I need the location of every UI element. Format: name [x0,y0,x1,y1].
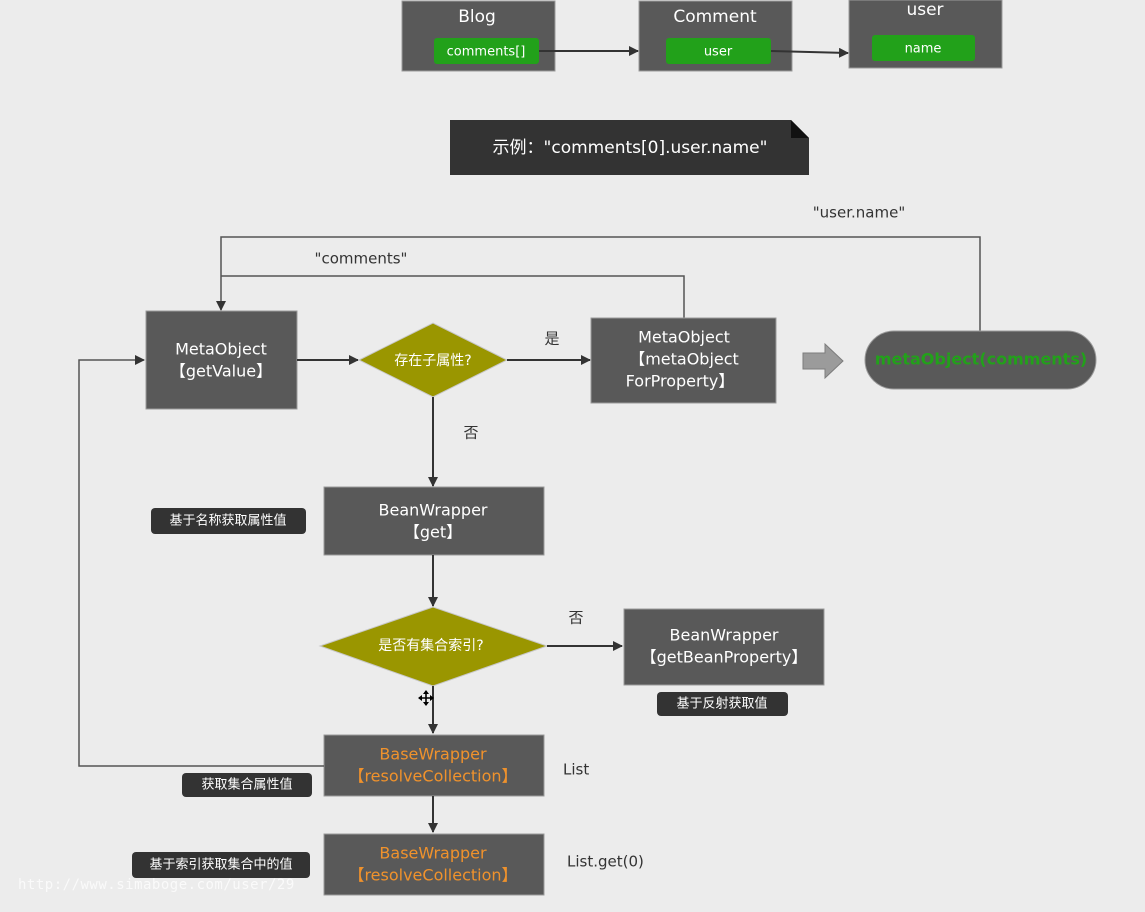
user-entity: user name [848,0,1003,69]
resolve-collection-box-1: BaseWrapper 【resolveCollection】 [323,734,545,797]
bean-property-box: BeanWrapper 【getBeanProperty】 [623,608,825,686]
bean-property-line1: BeanWrapper [670,626,779,645]
has-index-text: 是否有集合索引? [378,637,483,654]
resolve1-line1: BaseWrapper [379,745,487,764]
meta-result-text: metaObject(comments) [875,350,1087,369]
resolve2-note-text: 基于索引获取集合中的值 [149,857,292,873]
resolve2-note: 基于索引获取集合中的值 [132,852,310,878]
yes-label: 是 [544,330,559,348]
resolve2-line1: BaseWrapper [379,844,487,863]
resolve1-note-text: 获取集合属性值 [201,777,292,793]
bean-property-note: 基于反射获取值 [657,692,788,716]
no-label: 否 [463,424,478,442]
user-field: name [905,42,942,57]
result-arrow-icon [802,342,844,380]
meta-result-pill: metaObject(comments) [864,330,1097,390]
bean-property-note-text: 基于反射获取值 [676,696,767,712]
has-index-diamond: 是否有集合索引? [318,606,549,687]
has-child-diamond: 存在子属性? [357,322,509,398]
meta-for-property-line1: MetaObject [638,328,730,347]
bean-get-note-text: 基于名称获取属性值 [169,513,286,529]
watermark: http://www.simaboge.com/user/29 [18,877,295,893]
comment-field: user [704,45,733,60]
example-text: 示例："comments[0].user.name" [493,138,768,158]
meta-getvalue-box: MetaObject 【getValue】 [145,310,298,410]
meta-getvalue-line2: 【getValue】 [170,362,272,381]
blog-field: comments[] [447,45,526,60]
resolve-collection-box-2: BaseWrapper 【resolveCollection】 [323,833,545,896]
comment-title: Comment [673,7,757,27]
blog-entity: Blog comments[] [401,0,556,72]
no2-label: 否 [568,609,583,627]
bean-get-box: BeanWrapper 【get】 [323,486,545,556]
blog-title: Blog [458,7,496,27]
example-note: 示例："comments[0].user.name" [450,120,809,175]
meta-for-property-box: MetaObject 【metaObject ForProperty】 [590,317,777,404]
resolve2-side-label: List.get(0) [567,853,644,871]
resolve1-side-label: List [563,761,589,779]
comments-loop-line [221,275,685,318]
has-child-text: 存在子属性? [394,353,471,369]
bean-property-line2: 【getBeanProperty】 [641,648,808,667]
resolve2-line2: 【resolveCollection】 [348,866,517,885]
meta-getvalue-line1: MetaObject [175,340,267,359]
collection-loop-line [78,355,324,767]
move-cursor-icon [418,690,434,706]
meta-for-property-line2: 【metaObject [629,350,739,369]
bean-get-line2: 【get】 [404,523,462,542]
comment-entity: Comment user [638,0,793,72]
loop-label-user-name: "user.name" [813,204,905,222]
resolve1-line2: 【resolveCollection】 [348,767,517,786]
resolve1-note: 获取集合属性值 [182,773,312,797]
bean-get-line1: BeanWrapper [379,501,488,520]
comment-to-user-arrow [770,47,849,58]
loop-label-comments: "comments" [315,250,408,268]
user-title: user [906,0,943,20]
meta-for-property-line3: ForProperty】 [626,372,735,391]
user-name-loop-line [216,236,981,331]
bean-get-note: 基于名称获取属性值 [151,508,306,534]
